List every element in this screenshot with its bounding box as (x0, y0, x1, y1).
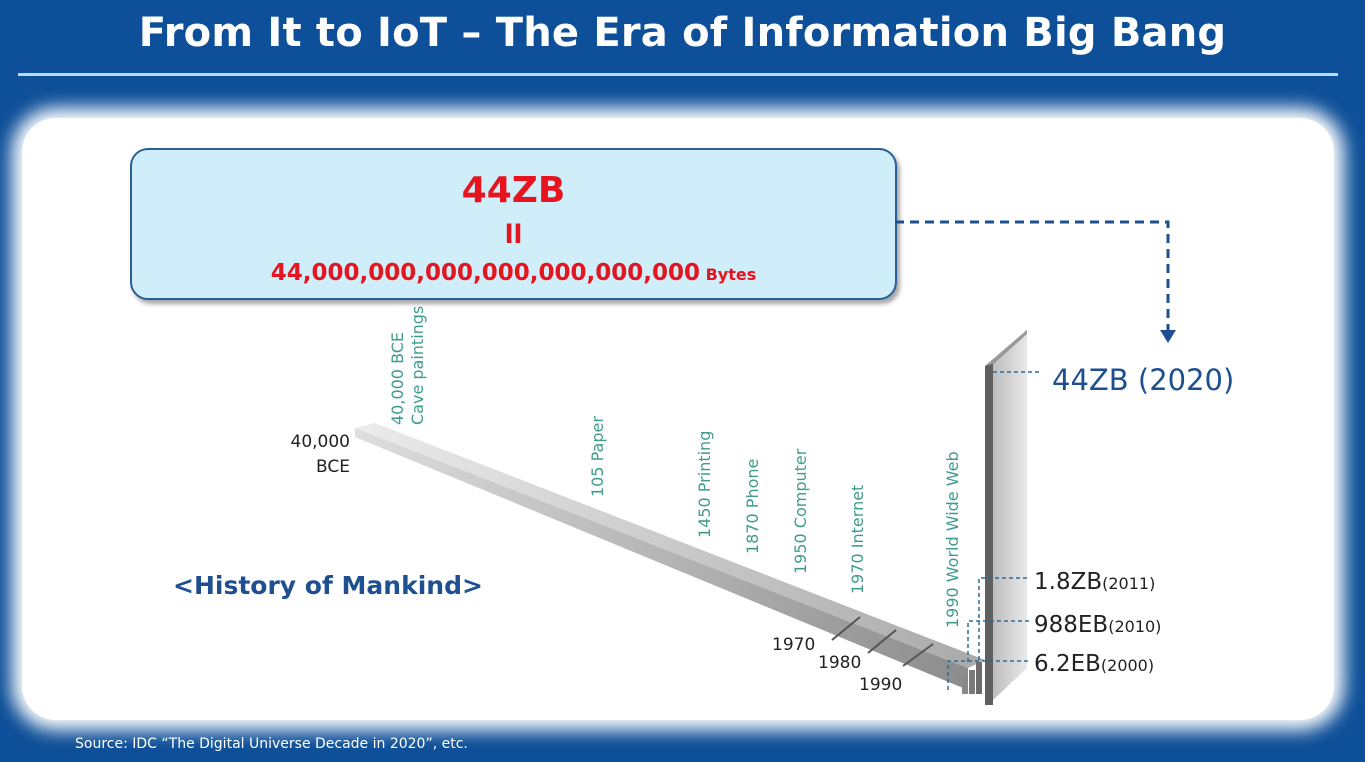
bar-2011 (976, 662, 982, 694)
slide-title: From It to IoT – The Era of Information … (138, 10, 1227, 56)
tick-label-1990: 1990 (859, 675, 902, 695)
volume-2000-value: 6.2EB (1034, 651, 1101, 677)
bar-2010 (969, 670, 975, 694)
event-www: 1990 World Wide Web (943, 451, 962, 628)
event-paper: 105 Paper (588, 416, 607, 497)
callout-bytes: 44,000,000,000,000,000,000,000 Bytes (132, 262, 895, 285)
event-phone: 1870 Phone (743, 459, 762, 554)
volume-2020-label: 44ZB (2020) (1052, 363, 1234, 397)
tick-label-1970: 1970 (772, 635, 815, 655)
event-cave-name: Cave paintings (408, 306, 427, 425)
callout-value: 44ZB (461, 170, 566, 211)
tick-line-1980 (867, 629, 897, 654)
timeline-ramp-front (355, 428, 968, 690)
volume-2011-year: (2011) (1102, 574, 1155, 593)
leader-2000 (947, 660, 1030, 690)
volume-2010-year: (2010) (1108, 617, 1161, 636)
event-internet: 1970 Internet (848, 485, 867, 594)
volume-2000-year: (2000) (1101, 656, 1154, 675)
callout-bytes-unit: Bytes (705, 265, 757, 284)
volume-2000-label: 6.2EB(2000) (1034, 651, 1154, 677)
event-cave-year: 40,000 BCE (388, 332, 407, 425)
timeline-start-year: 40,000 (291, 432, 350, 452)
event-computer: 1950 Computer (791, 448, 810, 574)
source-note: Source: IDC “The Digital Universe Decade… (75, 736, 468, 752)
volume-2010-value: 988EB (1034, 612, 1108, 638)
tower-edge (985, 364, 993, 705)
timeline-caption: <History of Mankind> (173, 571, 483, 600)
title-underline (18, 73, 1338, 76)
volume-2011-value: 1.8ZB (1034, 569, 1102, 595)
connector-arrowhead (1160, 330, 1176, 343)
data-volume-callout: 44ZB ll 44,000,000,000,000,000,000,000 B… (130, 148, 897, 300)
tick-line-1990 (902, 643, 934, 667)
volume-2011-label: 1.8ZB(2011) (1034, 569, 1155, 595)
event-printing: 1450 Printing (695, 431, 714, 538)
bar-2000 (962, 678, 968, 694)
timeline-start-era: BCE (316, 457, 350, 477)
tick-label-1980: 1980 (818, 653, 861, 673)
tower-face (993, 334, 1027, 700)
volume-2010-label: 988EB(2010) (1034, 612, 1161, 638)
leader-2011 (978, 577, 1030, 660)
callout-bytes-number: 44,000,000,000,000,000,000,000 (270, 260, 700, 286)
tower-top (985, 330, 1027, 366)
timeline-ramp-top (355, 423, 985, 668)
tick-line-1970 (831, 616, 861, 641)
callout-equals-sign: ll (504, 220, 523, 250)
callout-connector-line (895, 220, 1170, 330)
